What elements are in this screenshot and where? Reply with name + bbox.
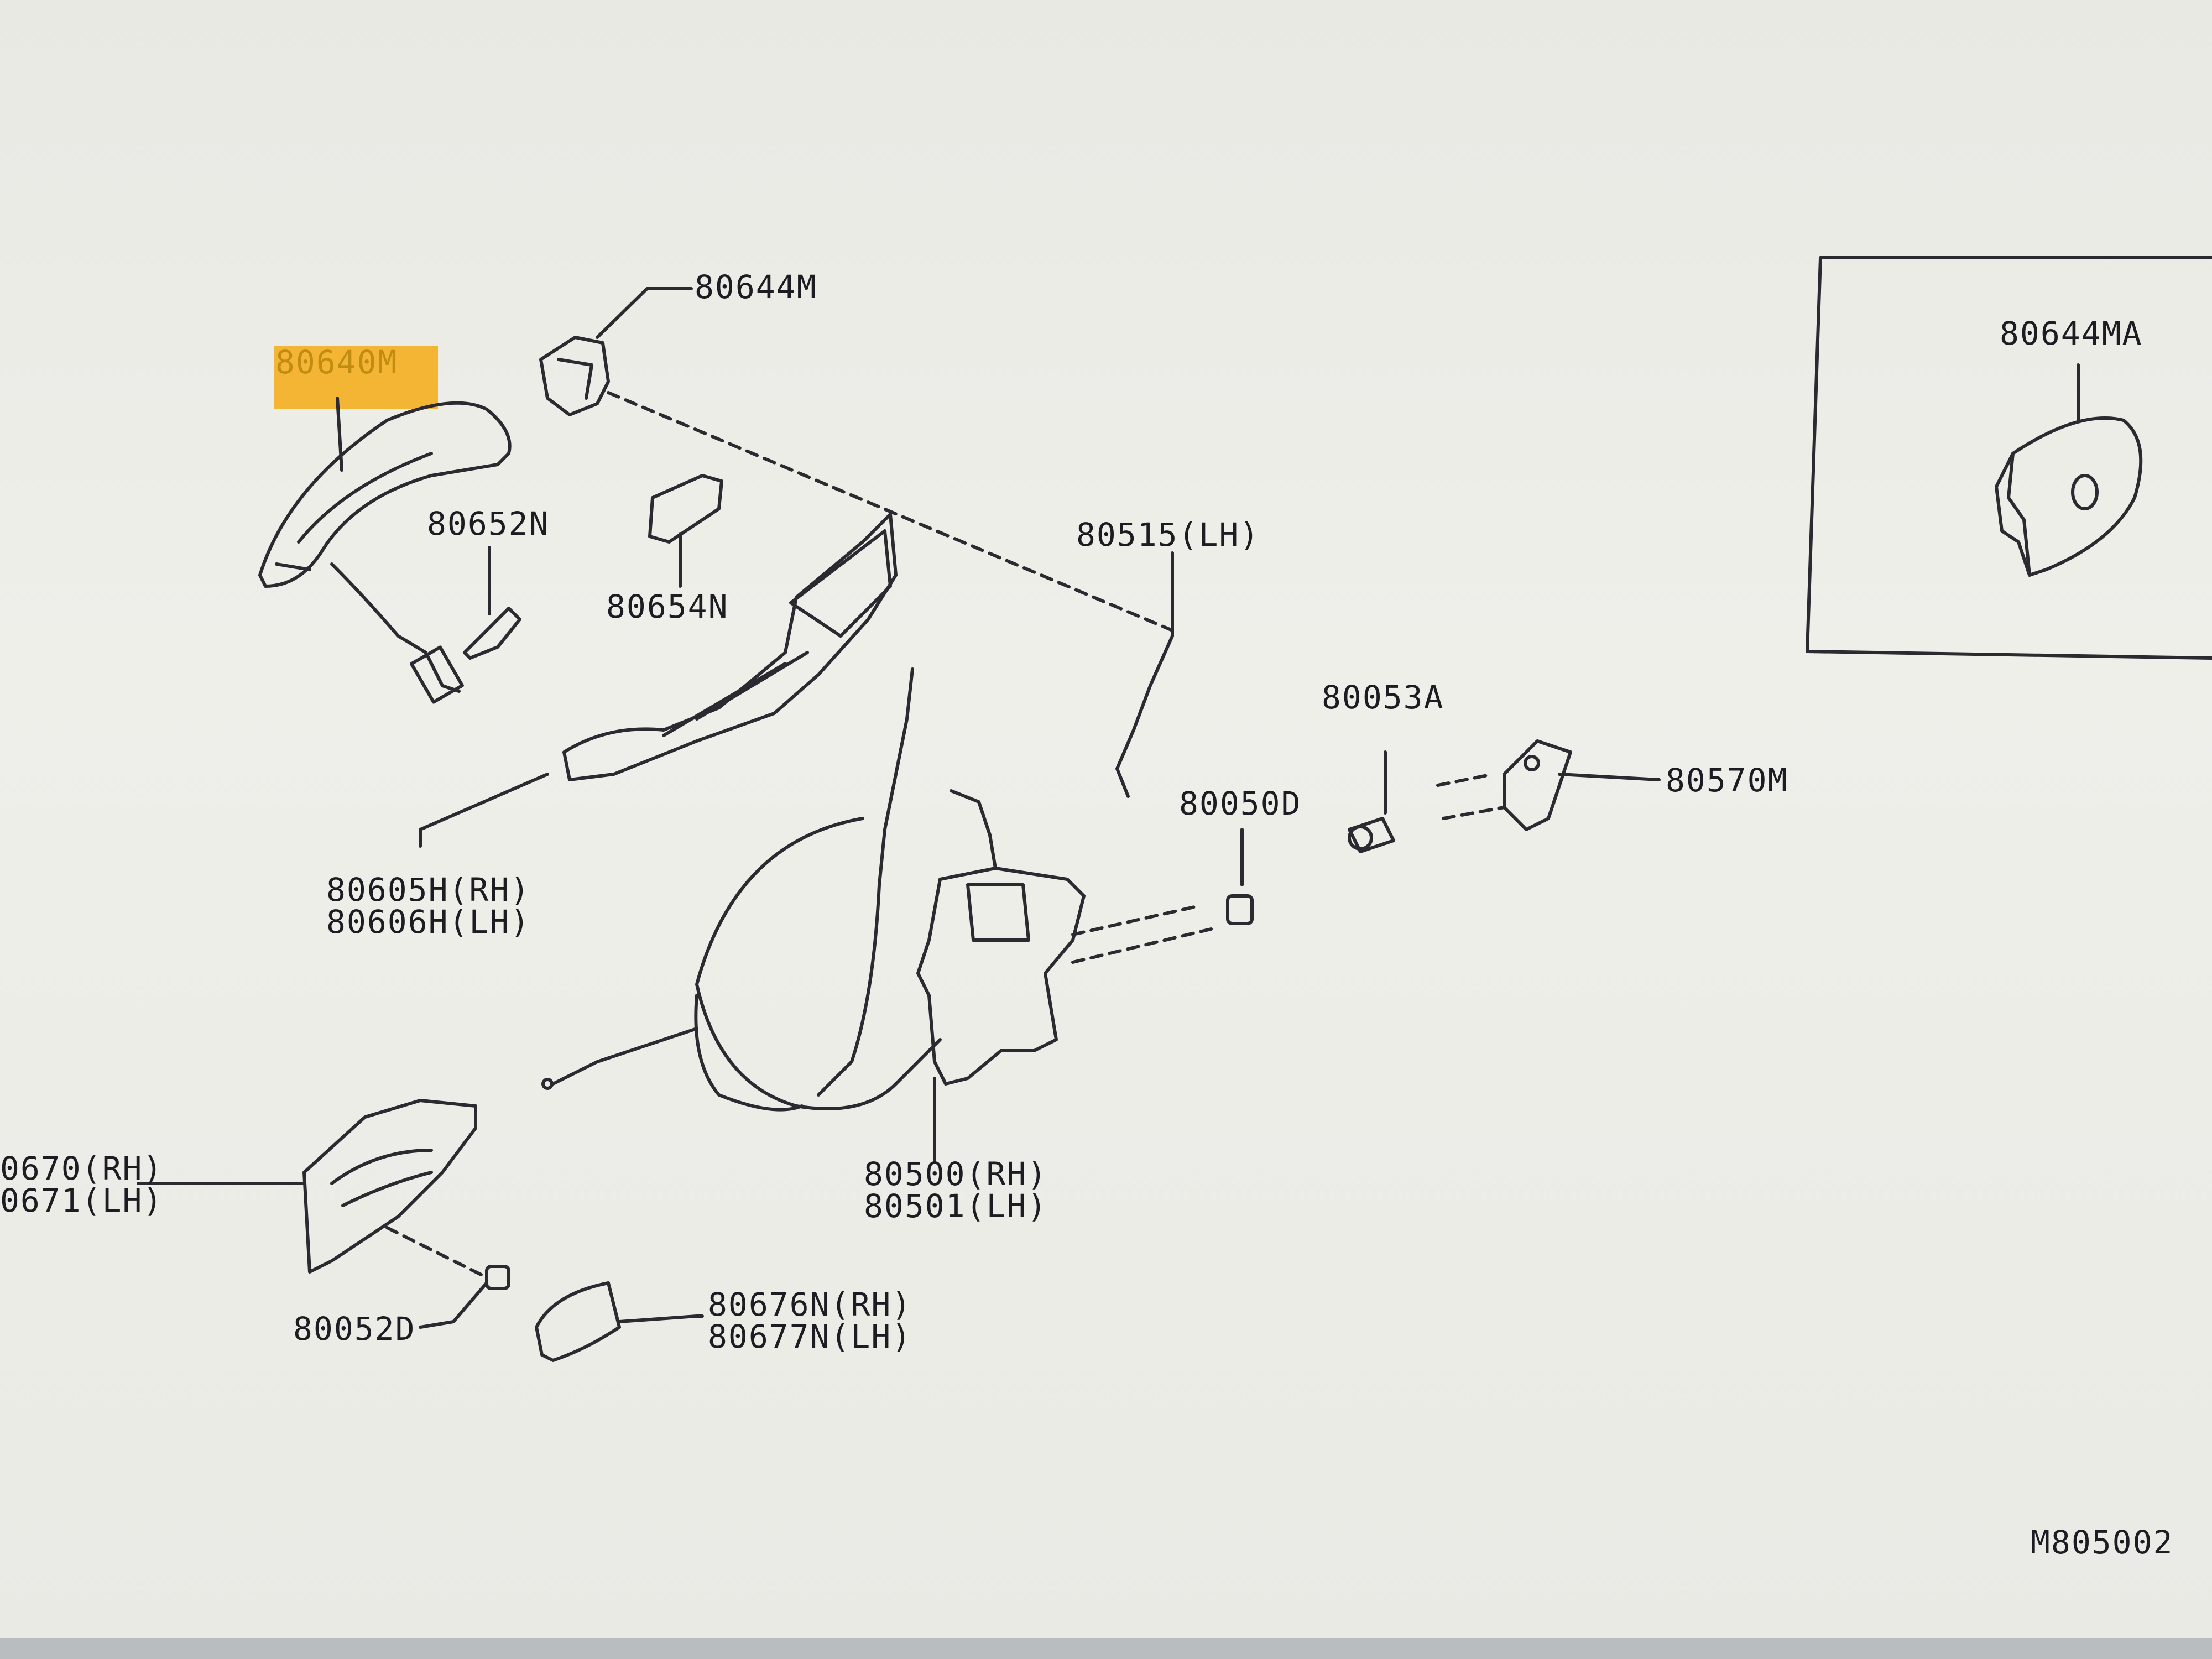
label-80654N: 80654N	[606, 588, 729, 625]
label-80570M: 80570M	[1666, 761, 1788, 799]
label-80644MA: 80644MA	[2000, 315, 2143, 352]
highlighted-part-label[interactable]: 80640M	[274, 346, 438, 409]
label-80500: 80500(RH)	[864, 1155, 1048, 1193]
screw-80052D-drawing	[419, 1265, 510, 1329]
pad-80654N-drawing	[648, 474, 723, 588]
rod-80515-drawing	[1115, 551, 1174, 798]
label-80640M: 80640M	[275, 343, 398, 381]
label-group-80500: 80500(RH) 80501(LH)	[864, 1158, 1047, 1222]
label-80501: 80501(LH)	[864, 1187, 1048, 1225]
label-group-80676N: 80676N(RH) 80677N(LH)	[708, 1288, 912, 1353]
label-80053A: 80053A	[1322, 679, 1444, 716]
outside-handle-80640M-drawing	[258, 397, 512, 704]
label-80605H: 80605H(RH)	[326, 871, 531, 909]
label-80515: 80515(LH)	[1076, 516, 1260, 554]
latch-80500-drawing	[916, 789, 1213, 1163]
label-group-80605H: 80605H(RH) 80606H(LH)	[326, 874, 530, 938]
label-80671: 0671(LH)	[0, 1182, 164, 1219]
bolt-80050D-drawing	[1226, 828, 1254, 925]
screw-80053A-drawing	[1348, 750, 1395, 853]
cable-drawing	[541, 667, 942, 1112]
striker-80570M-drawing	[1436, 739, 1661, 831]
inside-handle-80670-drawing	[137, 1099, 488, 1279]
diagram-code: M805002	[2031, 1524, 2174, 1561]
label-80652N: 80652N	[427, 505, 550, 542]
frame-80605H-drawing	[419, 513, 898, 848]
label-80676N: 80676N(RH)	[708, 1286, 912, 1323]
cap-80644M-drawing	[539, 287, 693, 416]
label-80052D: 80052D	[293, 1310, 416, 1348]
label-80644M: 80644M	[695, 268, 817, 306]
escutcheon-80676N-drawing	[535, 1281, 704, 1362]
label-80677N: 80677N(LH)	[708, 1318, 912, 1355]
label-80606H: 80606H(LH)	[326, 903, 531, 941]
cover-80644MA-drawing	[1995, 363, 2143, 577]
label-group-80670: 0670(RH) 0671(LH)	[0, 1152, 163, 1217]
label-80670: 0670(RH)	[0, 1150, 164, 1187]
monitor-bezel	[0, 1638, 2212, 1659]
gasket-80652N-drawing	[463, 546, 521, 660]
label-80050D: 80050D	[1179, 785, 1302, 822]
